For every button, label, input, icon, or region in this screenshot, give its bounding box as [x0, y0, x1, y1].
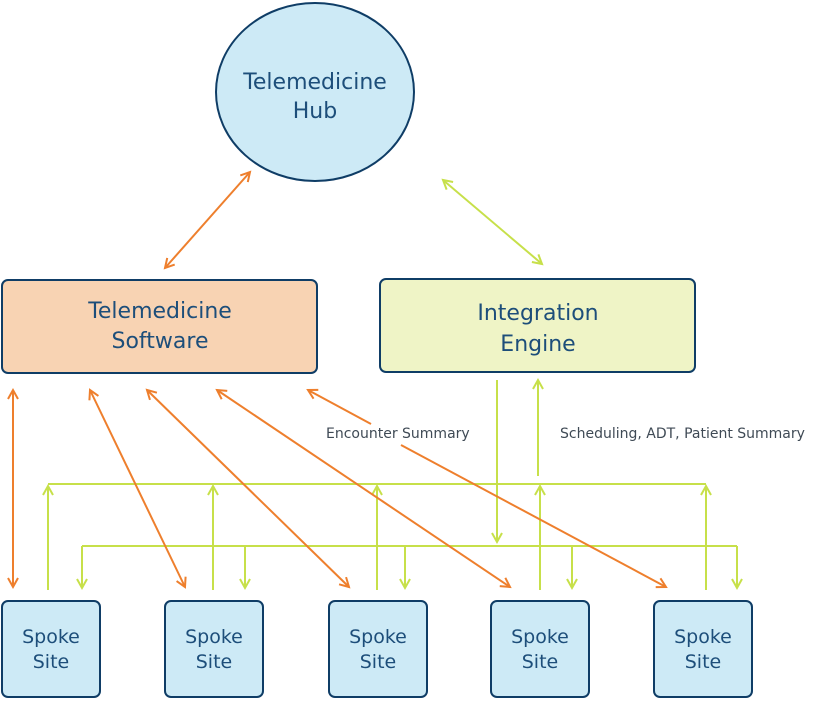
hub-engine-arrow — [441, 178, 544, 266]
spoke-box — [490, 600, 590, 698]
hub-ellipse — [215, 2, 415, 182]
spoke-box — [653, 600, 753, 698]
software-spoke-5-arrow — [306, 388, 372, 425]
spoke-site-5: Spoke Site — [653, 600, 753, 698]
spoke-label-line2: Site — [522, 651, 558, 673]
software-spoke-2-arrow — [88, 388, 187, 589]
spoke-site-1: Spoke Site — [1, 600, 101, 698]
spoke-label-line1: Spoke — [674, 626, 732, 648]
spoke-label-line2: Site — [685, 651, 721, 673]
spoke-site-2: Spoke Site — [164, 600, 264, 698]
software-spoke-4-arrow — [215, 388, 512, 589]
spoke-label-line1: Spoke — [22, 626, 80, 648]
telemedicine-software-node: Telemedicine Software — [1, 279, 318, 374]
orange-arrows — [7, 170, 668, 590]
spoke-label-line2: Site — [196, 651, 232, 673]
scheduling-label: Scheduling, ADT, Patient Summary — [560, 426, 805, 442]
engine-label-line2: Engine — [500, 332, 575, 357]
spoke-label-line1: Spoke — [185, 626, 243, 648]
software-label-line1: Telemedicine — [87, 299, 232, 324]
green-bus-network — [42, 178, 743, 591]
engine-box — [379, 278, 696, 373]
spoke-site-4: Spoke Site — [490, 600, 590, 698]
spoke-label-line1: Spoke — [349, 626, 407, 648]
spoke-label-line1: Spoke — [511, 626, 569, 648]
spoke-box — [1, 600, 101, 698]
software-box — [1, 279, 318, 374]
spoke-label-line2: Site — [360, 651, 396, 673]
spoke-box — [164, 600, 264, 698]
hub-software-arrow — [163, 170, 252, 270]
integration-engine-node: Integration Engine — [379, 278, 696, 373]
encounter-summary-label: Encounter Summary — [326, 426, 470, 442]
spoke-label-line2: Site — [33, 651, 69, 673]
software-spoke-5-arrow-tail — [400, 444, 668, 589]
engine-label-line1: Integration — [477, 301, 598, 326]
telemedicine-hub-node: Telemedicine Hub — [215, 2, 415, 182]
spoke-site-3: Spoke Site — [328, 600, 428, 698]
software-spoke-3-arrow — [145, 388, 351, 589]
hub-label-line1: Telemedicine — [242, 70, 387, 95]
hub-label-line2: Hub — [293, 99, 337, 124]
spoke-box — [328, 600, 428, 698]
software-label-line2: Software — [112, 329, 209, 354]
